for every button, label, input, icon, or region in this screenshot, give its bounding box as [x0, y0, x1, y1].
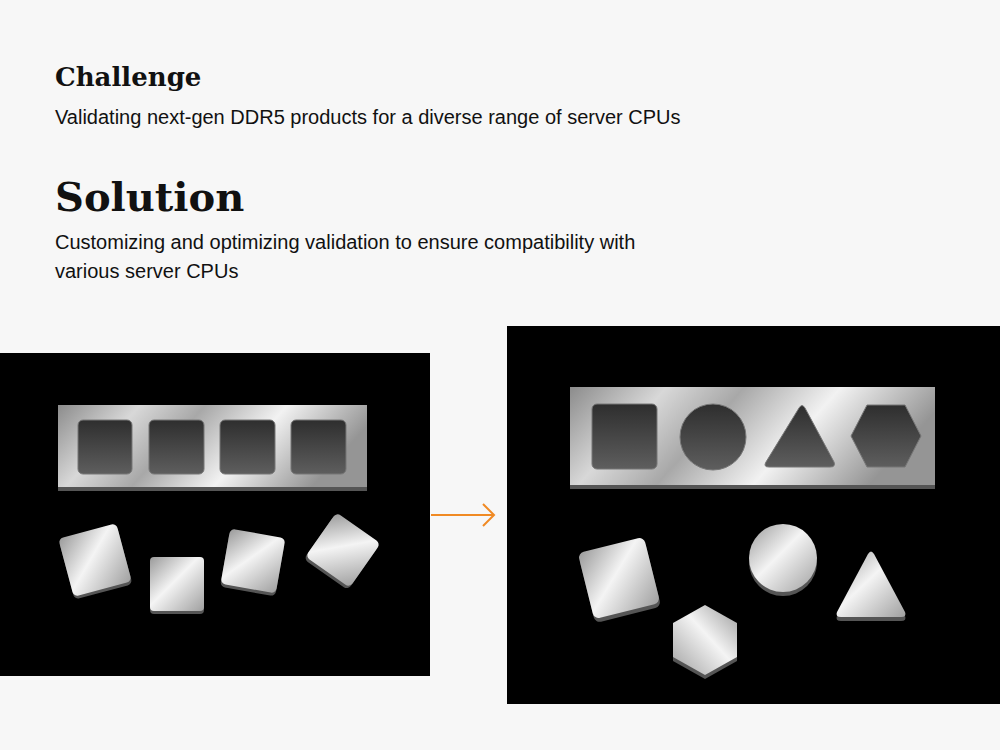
piece-face [673, 605, 737, 675]
circle-piece [749, 524, 817, 596]
arrow-shaft [431, 514, 494, 516]
triangle-hole [765, 406, 835, 468]
hexagon-hole [851, 405, 921, 467]
left-panel [0, 353, 430, 676]
slot-bar [570, 387, 935, 488]
square-hole [220, 420, 275, 474]
challenge-text: Validating next-gen DDR5 products for a … [55, 103, 955, 131]
piece-face [150, 557, 204, 611]
arrow-head [483, 504, 494, 526]
square-hole [78, 420, 132, 474]
slot-bar [58, 405, 367, 490]
square-piece [220, 529, 285, 597]
piece-face [221, 529, 286, 594]
bar-edge [58, 487, 367, 491]
right-panel [507, 326, 1000, 704]
hexagon-piece [673, 605, 737, 679]
piece-face [837, 552, 906, 618]
square-holes [78, 420, 346, 474]
piece-face [578, 537, 660, 619]
transition-arrow [431, 504, 494, 526]
piece-face [58, 523, 131, 596]
challenge-heading: Challenge [55, 60, 455, 94]
circle-hole [680, 404, 746, 470]
square-piece [304, 512, 381, 590]
square-hole [149, 420, 204, 474]
solution-heading: Solution [55, 172, 455, 222]
square-piece [578, 537, 661, 623]
square-piece [58, 523, 132, 599]
square-piece [150, 557, 204, 614]
piece-face [749, 524, 817, 592]
shape-holes [592, 404, 921, 470]
piece-face [305, 512, 380, 587]
bar-edge [570, 485, 935, 489]
square-hole [291, 420, 346, 474]
shape-pieces [578, 524, 906, 679]
solution-text: Customizing and optimizing validation to… [55, 228, 700, 286]
square-hole [592, 404, 657, 469]
square-pieces [58, 512, 380, 614]
triangle-piece [837, 552, 906, 622]
